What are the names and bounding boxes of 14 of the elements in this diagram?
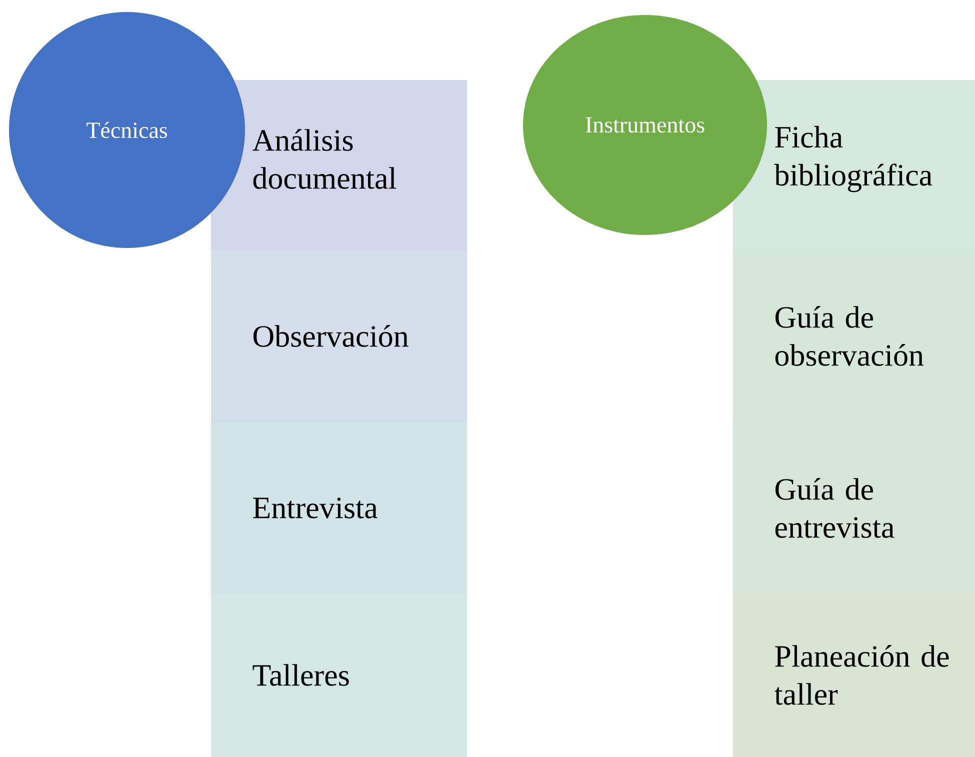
- node-label: Guía de observación: [775, 306, 924, 366]
- list-cell: Análisis documental: [211, 80, 467, 250]
- list-cell: Talleres: [211, 594, 467, 757]
- list-cell: Guía de observación: [733, 250, 975, 422]
- node-label: Entrevista: [253, 498, 378, 518]
- node-label: Planeación de taller: [774, 645, 949, 705]
- list-cell: Observación: [211, 250, 467, 422]
- node-label: Guía de entrevista: [775, 478, 894, 538]
- node-label: Ficha bibliográfica: [774, 126, 932, 192]
- list-cell: Guía de entrevista: [733, 422, 975, 594]
- node-label: Talleres: [252, 664, 349, 686]
- list-cell: Planeación de taller: [733, 594, 975, 757]
- list-cell: Entrevista: [211, 422, 467, 594]
- list-cell: Ficha bibliográfica: [733, 80, 975, 250]
